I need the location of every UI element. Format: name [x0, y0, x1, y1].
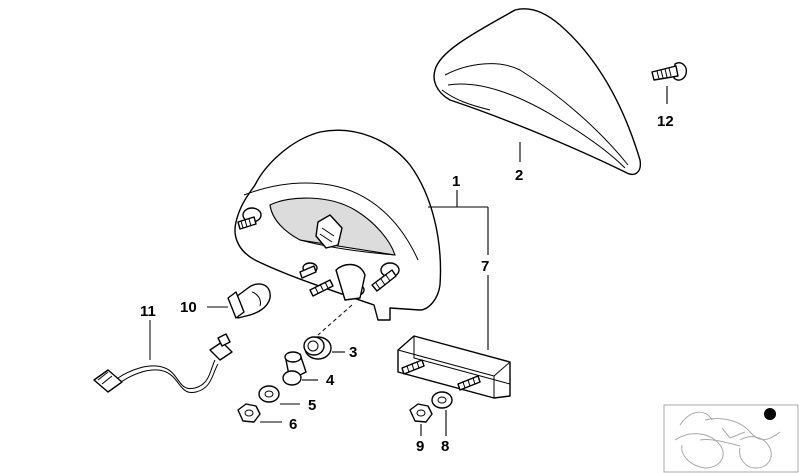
spacer-sleeve[interactable]	[282, 351, 318, 386]
leader-brackets	[428, 142, 521, 350]
callout-10: 10	[180, 299, 197, 316]
callout-1: 1	[452, 173, 460, 190]
callout-3: 3	[349, 344, 357, 361]
callout-5: 5	[308, 397, 316, 414]
tail-light-housing[interactable]	[234, 129, 442, 336]
hex-nut-9[interactable]	[409, 403, 433, 436]
callout-2: 2	[515, 167, 523, 184]
screw-12[interactable]	[651, 62, 688, 104]
callout-9: 9	[416, 438, 424, 455]
bulb-10[interactable]	[207, 283, 271, 319]
callout-4: 4	[326, 372, 335, 389]
hex-nut-6[interactable]	[237, 403, 282, 423]
callout-7: 7	[481, 258, 489, 275]
motorcycle-thumbnail	[663, 404, 799, 473]
tail-light-lens[interactable]	[433, 8, 642, 176]
callout-11: 11	[140, 303, 156, 320]
callout-6: 6	[289, 416, 297, 433]
callout-12: 12	[657, 113, 674, 130]
wiring-harness-11[interactable]	[93, 320, 233, 394]
license-plate-bracket[interactable]	[397, 335, 511, 399]
rubber-grommet[interactable]	[303, 336, 345, 360]
washer-8[interactable]	[431, 391, 453, 436]
location-marker-icon	[764, 408, 776, 420]
callout-8: 8	[441, 438, 449, 455]
washer-5[interactable]	[258, 385, 300, 405]
